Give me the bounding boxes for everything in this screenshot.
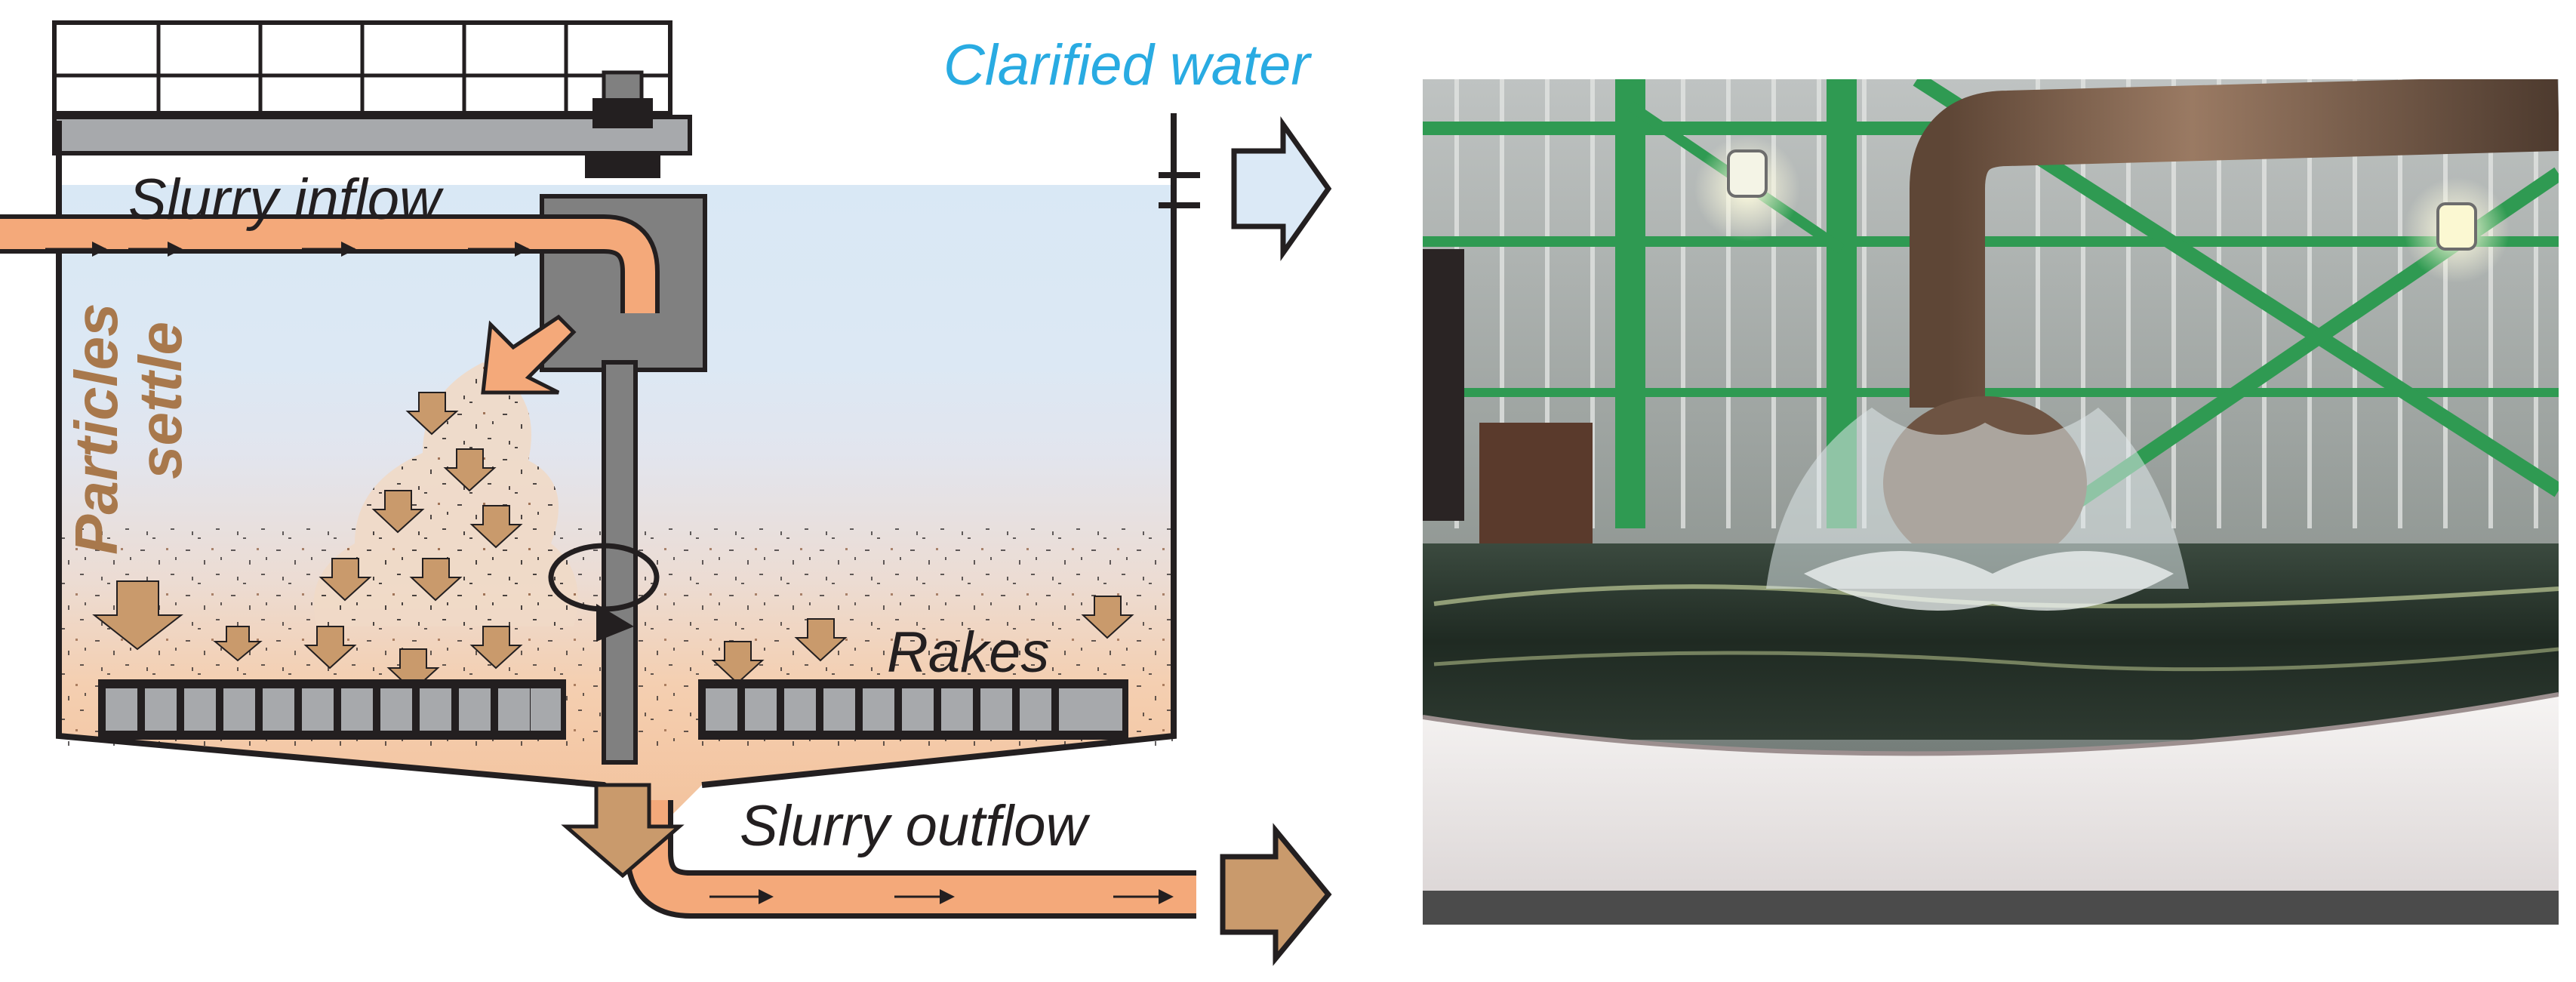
- drive-mechanism: [585, 70, 660, 178]
- slurry-outflow-arrow: [1220, 823, 1332, 966]
- clarifier-diagram: Clarified water Slurry inflow Particles …: [0, 20, 1332, 966]
- slurry-outflow-label: Slurry outflow: [740, 794, 1090, 858]
- clarified-water-label: Clarified water: [943, 33, 1312, 97]
- rake-left: [98, 679, 566, 740]
- clarifier-photo: [1423, 79, 2559, 925]
- drive-shaft: [602, 360, 638, 765]
- particles-settle-label-line2: settle: [127, 322, 194, 479]
- rakes-label: Rakes: [887, 620, 1049, 685]
- rake-right: [698, 679, 1128, 740]
- outflow-pipe: [625, 800, 1196, 919]
- walkway-railing: [52, 20, 672, 115]
- slurry-inflow-label: Slurry inflow: [128, 168, 444, 232]
- feed-deflection-arrow: [481, 314, 577, 395]
- overflow-weir: [1159, 113, 1200, 208]
- particles-settle-label-line1: Particles: [63, 303, 130, 555]
- settling-arrows: [92, 392, 1134, 692]
- outflow-down-arrow: [561, 783, 685, 879]
- rotation-arrow: [548, 543, 660, 642]
- clarified-water-arrow: [1231, 115, 1332, 262]
- walkway-bridge: [52, 115, 692, 155]
- inflow-pipe: [0, 214, 660, 313]
